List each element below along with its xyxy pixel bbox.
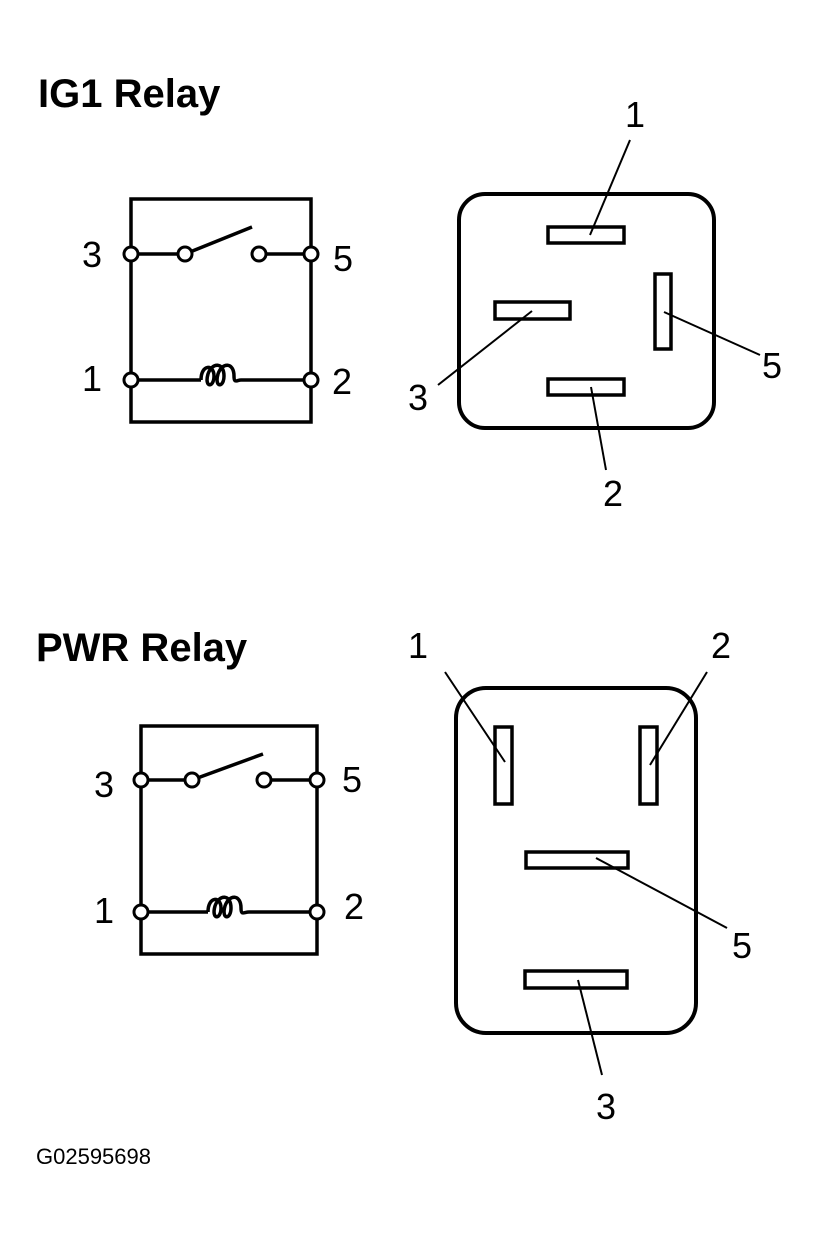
ig1-schematic-bottom-frame [129, 380, 313, 424]
pwr-terminal-3 [132, 771, 150, 789]
ig1-relay-title: IG1 Relay [38, 72, 221, 116]
figure-code: G02595698 [36, 1144, 151, 1169]
pwr-blade-3 [523, 969, 629, 990]
ig1-schematic: 3 5 1 2 [82, 197, 353, 424]
pwr-switch-pivot [183, 771, 201, 789]
ig1-blade-2 [546, 377, 626, 397]
ig1-connector-label-bottom: 2 [603, 473, 623, 514]
ig1-connector: 1 3 5 2 [408, 94, 782, 514]
pwr-connector: 1 2 5 3 [408, 625, 752, 1127]
pwr-leader-5 [595, 857, 728, 929]
ig1-schematic-label-switch-right: 5 [333, 238, 353, 279]
ig1-leader-2 [590, 386, 607, 471]
pwr-relay: PWR Relay 3 5 1 2 [36, 625, 752, 1127]
ig1-schematic-label-switch-left: 3 [82, 234, 102, 275]
pwr-switch-arm [191, 752, 264, 782]
pwr-schematic: 3 5 1 2 [94, 724, 364, 956]
pwr-schematic-bottom-frame [139, 912, 319, 956]
pwr-terminal-2 [308, 903, 326, 921]
pwr-terminal-1 [132, 903, 150, 921]
ig1-schematic-label-coil-right: 2 [332, 361, 352, 402]
pwr-switch-contact [255, 771, 273, 789]
ig1-leader-1 [589, 139, 631, 236]
pwr-schematic-label-switch-right: 5 [342, 759, 362, 800]
pwr-relay-title: PWR Relay [36, 626, 248, 670]
ig1-blade-3 [493, 300, 572, 321]
ig1-switch-contact [250, 245, 268, 263]
pwr-coil [206, 895, 250, 919]
pwr-blade-5 [524, 850, 630, 870]
pwr-schematic-label-coil-left: 1 [94, 890, 114, 931]
pwr-connector-label-top-right: 2 [711, 625, 731, 666]
ig1-connector-label-left: 3 [408, 377, 428, 418]
pwr-blade-2 [638, 725, 659, 806]
pwr-schematic-label-coil-right: 2 [344, 886, 364, 927]
pwr-connector-label-top-left: 1 [408, 625, 428, 666]
ig1-switch-pivot [176, 245, 194, 263]
ig1-relay: IG1 Relay 3 5 1 2 [38, 72, 782, 514]
pwr-terminal-5 [308, 771, 326, 789]
pwr-leader-2 [649, 671, 708, 766]
pwr-connector-label-middle: 5 [732, 925, 752, 966]
pwr-schematic-label-switch-left: 3 [94, 764, 114, 805]
pwr-schematic-top-frame [139, 724, 319, 780]
ig1-blade-5 [653, 272, 673, 351]
pwr-leader-1 [444, 671, 506, 763]
ig1-leader-5 [663, 311, 761, 356]
ig1-blade-1 [546, 225, 626, 245]
ig1-leader-3 [437, 310, 533, 386]
pwr-leader-3 [577, 979, 603, 1076]
ig1-connector-label-top: 1 [625, 94, 645, 135]
ig1-schematic-label-coil-left: 1 [82, 358, 102, 399]
ig1-terminal-3 [122, 245, 140, 263]
pwr-connector-label-bottom: 3 [596, 1086, 616, 1127]
ig1-connector-label-right: 5 [762, 345, 782, 386]
ig1-terminal-2 [302, 371, 320, 389]
ig1-coil [199, 363, 242, 387]
ig1-terminal-1 [122, 371, 140, 389]
ig1-schematic-top-frame [129, 197, 313, 254]
ig1-switch-arm [184, 225, 253, 256]
ig1-terminal-5 [302, 245, 320, 263]
ig1-connector-body [457, 192, 716, 430]
pwr-blade-1 [493, 725, 514, 806]
